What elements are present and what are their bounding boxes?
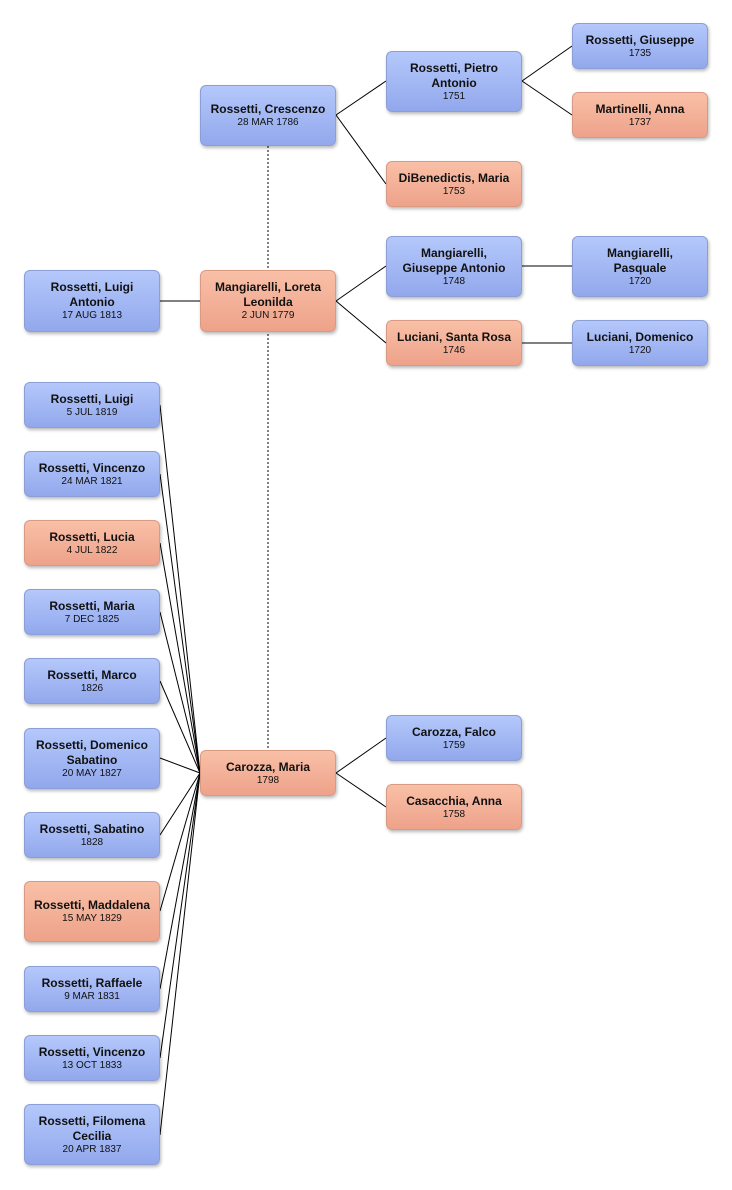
person-martinelli[interactable]: Martinelli, Anna 1737 (572, 92, 708, 138)
child-luigi[interactable]: Rossetti, Luigi 5 JUL 1819 (24, 382, 160, 428)
person-pasquale[interactable]: Mangiarelli, Pasquale 1720 (572, 236, 708, 297)
person-name: Rossetti, Sabatino (39, 821, 145, 836)
connector-line (335, 80, 387, 116)
person-date: 28 MAR 1786 (237, 117, 299, 128)
person-date: 1828 (80, 836, 104, 848)
person-name: Luciani, Domenico (586, 329, 694, 344)
person-name: Casacchia, Anna (406, 793, 502, 808)
person-falco[interactable]: Carozza, Falco 1759 (386, 715, 522, 761)
connector-line (159, 772, 201, 836)
person-name: Mangiarelli, Pasquale (606, 245, 674, 275)
person-name: Rossetti, Pietro Antonio (409, 60, 499, 90)
connector-line (159, 611, 201, 774)
person-date: 1759 (442, 739, 466, 751)
connector-line (159, 772, 201, 1136)
person-date: 9 MAR 1831 (64, 990, 120, 1002)
person-date: 13 OCT 1833 (62, 1059, 122, 1071)
person-crescenzo[interactable]: Rossetti, Crescenzo 28 MAR 1786 (200, 85, 336, 146)
person-name: Rossetti, Giuseppe (585, 32, 695, 47)
person-date: 1748 (442, 275, 466, 287)
person-date: 1826 (80, 682, 104, 694)
person-date: 1737 (628, 116, 652, 128)
person-date: 20 APR 1837 (62, 1143, 122, 1155)
child-vincenzo-1833[interactable]: Rossetti, Vincenzo 13 OCT 1833 (24, 1035, 160, 1081)
person-date: 1720 (628, 344, 652, 356)
person-pietro[interactable]: Rossetti, Pietro Antonio 1751 (386, 51, 522, 112)
person-name: Carozza, Maria (225, 759, 311, 774)
connector-line (159, 680, 201, 774)
connector-line (159, 772, 201, 912)
child-domenico[interactable]: Rossetti, Domenico Sabatino 20 MAY 1827 (24, 728, 160, 789)
person-date: 15 MAY 1829 (62, 913, 122, 924)
person-name: Mangiarelli, Giuseppe Antonio (402, 245, 506, 275)
connector-line (159, 757, 201, 774)
connector-line (335, 737, 387, 774)
child-vincenzo-1821[interactable]: Rossetti, Vincenzo 24 MAR 1821 (24, 451, 160, 497)
person-date: 1798 (256, 774, 280, 786)
person-giuseppe-antonio[interactable]: Mangiarelli, Giuseppe Antonio 1748 (386, 236, 522, 297)
connector-line (159, 404, 201, 774)
connector-line (335, 114, 387, 185)
person-date: 2 JUN 1779 (241, 310, 295, 321)
person-name: Rossetti, Luigi Antonio (50, 280, 134, 309)
person-date: 7 DEC 1825 (64, 613, 120, 625)
person-name: Rossetti, Vincenzo (38, 460, 146, 475)
person-casacchia[interactable]: Casacchia, Anna 1758 (386, 784, 522, 830)
child-lucia[interactable]: Rossetti, Lucia 4 JUL 1822 (24, 520, 160, 566)
person-name: Rossetti, Domenico Sabatino (35, 737, 149, 767)
person-date: 1746 (442, 344, 466, 356)
person-name: Rossetti, Raffaele (41, 975, 143, 990)
child-marco[interactable]: Rossetti, Marco 1826 (24, 658, 160, 704)
connector-line (335, 300, 387, 344)
connector-line (159, 473, 201, 774)
person-name: Carozza, Falco (411, 724, 497, 739)
connector-line (159, 542, 201, 774)
person-domenico-luciani[interactable]: Luciani, Domenico 1720 (572, 320, 708, 366)
person-name: DiBenedictis, Maria (398, 170, 510, 185)
person-giuseppe[interactable]: Rossetti, Giuseppe 1735 (572, 23, 708, 69)
person-name: Rossetti, Lucia (49, 529, 135, 544)
person-santa-rosa[interactable]: Luciani, Santa Rosa 1746 (386, 320, 522, 366)
person-name: Mangiarelli, Loreta Leonilda (214, 280, 322, 309)
person-date: 4 JUL 1822 (66, 544, 118, 556)
person-name: Rossetti, Filomena Cecilia (38, 1113, 146, 1143)
child-raffaele[interactable]: Rossetti, Raffaele 9 MAR 1831 (24, 966, 160, 1012)
child-maddalena[interactable]: Rossetti, Maddalena 15 MAY 1829 (24, 881, 160, 942)
person-name: Rossetti, Vincenzo (38, 1044, 146, 1059)
connector-line (521, 45, 573, 82)
child-sabatino[interactable]: Rossetti, Sabatino 1828 (24, 812, 160, 858)
person-name: Rossetti, Maddalena (33, 898, 151, 912)
child-filomena[interactable]: Rossetti, Filomena Cecilia 20 APR 1837 (24, 1104, 160, 1165)
connector-line (521, 80, 573, 116)
person-date: 1751 (442, 90, 466, 102)
person-name: Martinelli, Anna (595, 101, 685, 116)
person-date: 1758 (442, 808, 466, 820)
person-name: Luciani, Santa Rosa (396, 329, 512, 344)
person-dibenedictis[interactable]: DiBenedictis, Maria 1753 (386, 161, 522, 207)
person-date: 1735 (628, 47, 652, 59)
person-luigi-antonio[interactable]: Rossetti, Luigi Antonio 17 AUG 1813 (24, 270, 160, 332)
connector-line (159, 772, 201, 990)
connector-line (335, 265, 387, 302)
connector-line (335, 772, 387, 808)
person-date: 20 MAY 1827 (62, 767, 122, 779)
person-name: Rossetti, Crescenzo (210, 102, 326, 116)
person-date: 1753 (442, 185, 466, 197)
person-date: 1720 (628, 275, 652, 287)
connector-line (159, 772, 201, 1059)
person-name: Rossetti, Luigi (50, 391, 134, 406)
person-loreta[interactable]: Mangiarelli, Loreta Leonilda 2 JUN 1779 (200, 270, 336, 332)
person-carozza-maria[interactable]: Carozza, Maria 1798 (200, 750, 336, 796)
person-name: Rossetti, Maria (49, 598, 135, 613)
child-maria[interactable]: Rossetti, Maria 7 DEC 1825 (24, 589, 160, 635)
person-name: Rossetti, Marco (47, 667, 137, 682)
person-date: 17 AUG 1813 (61, 310, 123, 321)
person-date: 24 MAR 1821 (61, 475, 123, 487)
person-date: 5 JUL 1819 (66, 406, 118, 418)
